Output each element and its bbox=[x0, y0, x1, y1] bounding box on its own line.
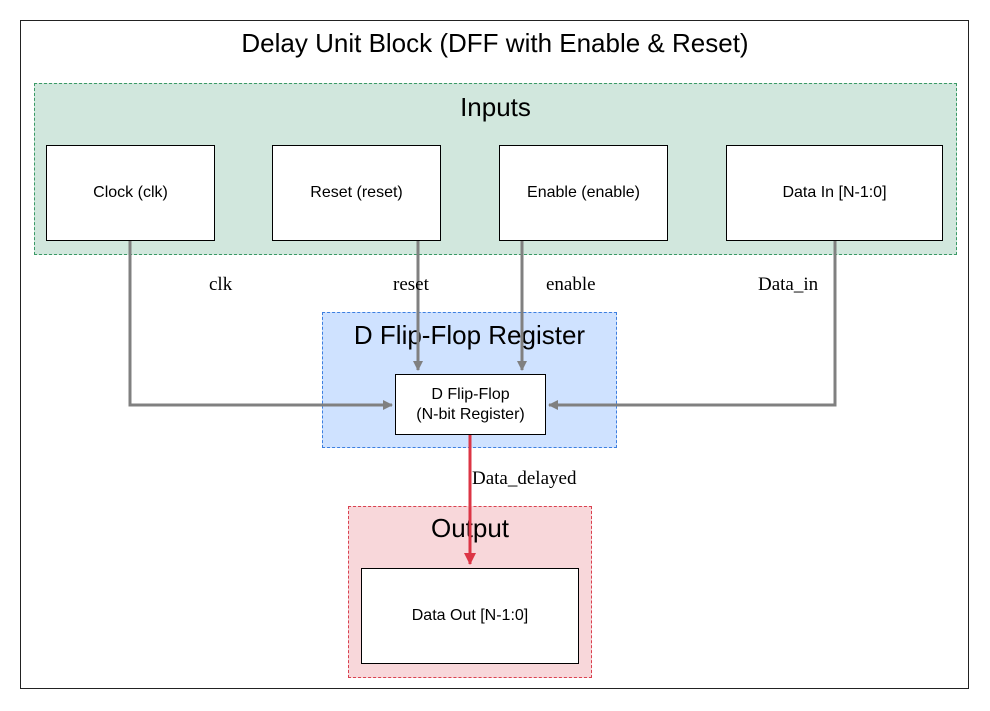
reset-node: Reset (reset) bbox=[272, 145, 441, 241]
register-cluster-label: D Flip-Flop Register bbox=[353, 320, 586, 350]
data-in-node: Data In [N-1:0] bbox=[726, 145, 943, 241]
inputs-cluster-label: Inputs bbox=[460, 92, 531, 122]
data-delayed-edge-label: Data_delayed bbox=[472, 468, 577, 489]
enable-node: Enable (enable) bbox=[499, 145, 668, 241]
data-in-edge-label: Data_in bbox=[758, 274, 819, 295]
enable-edge-label: enable bbox=[546, 274, 596, 295]
enable-node-label: Enable (enable) bbox=[527, 184, 640, 201]
data-in-wire bbox=[548, 241, 837, 410]
clock-node-label: Clock (clk) bbox=[93, 184, 168, 201]
reset-edge-label: reset bbox=[393, 274, 429, 295]
data-in-node-label: Data In [N-1:0] bbox=[782, 184, 887, 201]
dff-node: D Flip-Flop (N-bit Register) bbox=[395, 374, 546, 435]
data-out-node-label: Data Out [N-1:0] bbox=[411, 607, 529, 624]
clk-edge-label: clk bbox=[209, 274, 233, 295]
data-out-node: Data Out [N-1:0] bbox=[361, 568, 579, 664]
reset-node-label: Reset (reset) bbox=[310, 184, 403, 201]
dff-node-label-line2: (N-bit Register) bbox=[416, 405, 525, 423]
clk-wire bbox=[128, 241, 393, 410]
diagram-title: Delay Unit Block (DFF with Enable & Rese… bbox=[241, 28, 749, 58]
clock-node: Clock (clk) bbox=[46, 145, 215, 241]
dff-node-label-line1: D Flip-Flop bbox=[431, 385, 510, 403]
